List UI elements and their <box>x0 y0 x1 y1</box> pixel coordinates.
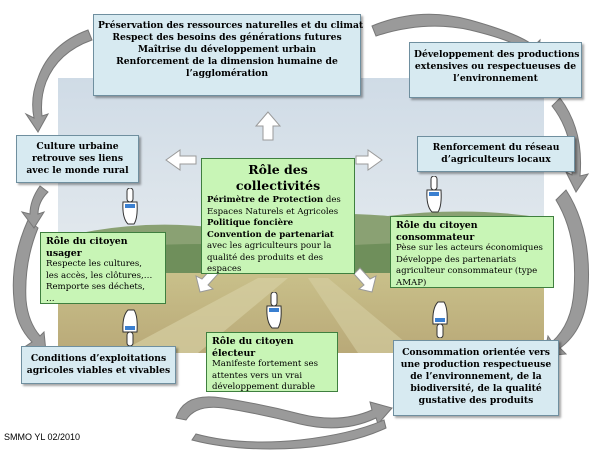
role-electeur-box: Rôle du citoyen électeur Manifeste forte… <box>206 332 338 392</box>
electeur-title: Rôle du citoyen électeur <box>212 336 294 359</box>
pointing-hand-icon <box>122 309 138 346</box>
usager-line: les accès, les clôtures,… <box>46 270 153 281</box>
electeur-line: Manifeste fortement ses <box>212 359 319 369</box>
consommateur-line: agriculteur consommateur (type <box>396 266 538 276</box>
collectivites-line: Périmètre de Protection des <box>207 195 349 207</box>
collectivites-line: qualité des produits et des <box>207 252 324 263</box>
culture-urbaine-line: retrouve ses liens <box>31 153 124 164</box>
culture-urbaine-line: avec le monde rural <box>26 165 129 176</box>
role-usager-box: Rôle du citoyen usager Respecte les cult… <box>40 232 166 304</box>
culture-urbaine-line: Culture urbaine <box>36 141 119 152</box>
collectivites-bold-text: Périmètre de Protection <box>207 195 324 205</box>
circular-arrow-icon <box>191 419 387 450</box>
collectivites-line: espaces <box>207 264 242 274</box>
consommateur-line: AMAP) <box>396 277 427 288</box>
collectivites-line: avec les agriculteurs pour la <box>207 241 332 251</box>
developpement-line: extensives ou respectueuses de <box>414 61 577 72</box>
usager-line: … <box>46 293 55 304</box>
renforcement-reseau-line: d’agriculteurs locaux <box>441 154 551 165</box>
consommation-line: Consommation orientée vers <box>402 347 550 358</box>
collectivites-line: Espaces Naturels et Agricoles <box>207 206 339 217</box>
consommateur-line: Pèse sur les acteurs économiques <box>396 243 543 253</box>
pointing-hand-icon <box>432 301 448 338</box>
pointing-hand-icon <box>426 176 442 213</box>
developpement-line: l’environnement <box>453 73 538 84</box>
developpement-line: Développement des productions <box>414 49 580 60</box>
consommateur-title: Rôle du citoyen consommateur <box>396 220 478 243</box>
consommateur-line: Développe des partenariats <box>396 254 517 265</box>
conditions-line: agricoles viables et vivables <box>26 365 171 376</box>
consommation-box: Consommation orientée vers une productio… <box>393 340 559 416</box>
collectivites-text: des <box>323 195 341 205</box>
preservation-line: l’agglomération <box>185 68 268 79</box>
consommation-line: gustative des produits <box>418 395 534 406</box>
consommation-line: de l’environnement, de la <box>410 371 542 382</box>
electeur-line: attentes vers un vrai <box>212 370 303 381</box>
usager-line: Respecte les cultures, <box>46 259 143 269</box>
preservation-line: Préservation des ressources naturelles e… <box>98 20 364 31</box>
renforcement-reseau-line: Renforcement du réseau <box>432 142 560 153</box>
preservation-line: Renforcement de la dimension humaine de <box>116 56 338 67</box>
circular-arrow-icon <box>24 29 93 133</box>
role-consommateur-box: Rôle du citoyen consommateur Pèse sur le… <box>390 216 554 288</box>
collectivites-line: Convention de partenariat <box>207 229 334 240</box>
circular-arrow-icon <box>20 185 49 229</box>
usager-line: Remporte ses déchets, <box>46 282 146 292</box>
role-collectivites-box: Rôle des collectivités Périmètre de Prot… <box>201 158 355 274</box>
renforcement-reseau-box: Renforcement du réseau d’agriculteurs lo… <box>417 136 575 172</box>
usager-title: Rôle du citoyen usager <box>46 236 128 259</box>
collectivites-line: Politique foncière <box>207 218 294 228</box>
circular-arrow-icon <box>175 396 393 429</box>
culture-urbaine-box: Culture urbaine retrouve ses liens avec … <box>16 135 139 183</box>
outline-arrow-icon <box>355 149 383 171</box>
conditions-box: Conditions d’exploitations agricoles via… <box>21 346 176 384</box>
credit-text: SMMO YL 02/2010 <box>4 432 81 442</box>
developpement-box: Développement des productions extensives… <box>409 42 582 98</box>
preservation-line: Respect des besoins des générations futu… <box>112 32 342 43</box>
outline-arrow-icon <box>165 149 197 171</box>
preservation-line: Maîtrise du développement urbain <box>137 44 317 55</box>
consommation-line: biodiversité, de la qualité <box>410 383 542 394</box>
conditions-line: Conditions d’exploitations <box>30 353 167 364</box>
collectivites-title: Rôle des collectivités <box>235 162 321 193</box>
preservation-box: Préservation des ressources naturelles e… <box>93 14 364 96</box>
outline-arrow-icon <box>254 111 282 141</box>
consommation-line: une production respectueuse <box>400 359 552 370</box>
electeur-line: développement durable <box>212 382 316 392</box>
outline-arrow-icon <box>353 267 377 293</box>
pointing-hand-icon <box>122 188 138 225</box>
pointing-hand-icon <box>266 292 282 329</box>
